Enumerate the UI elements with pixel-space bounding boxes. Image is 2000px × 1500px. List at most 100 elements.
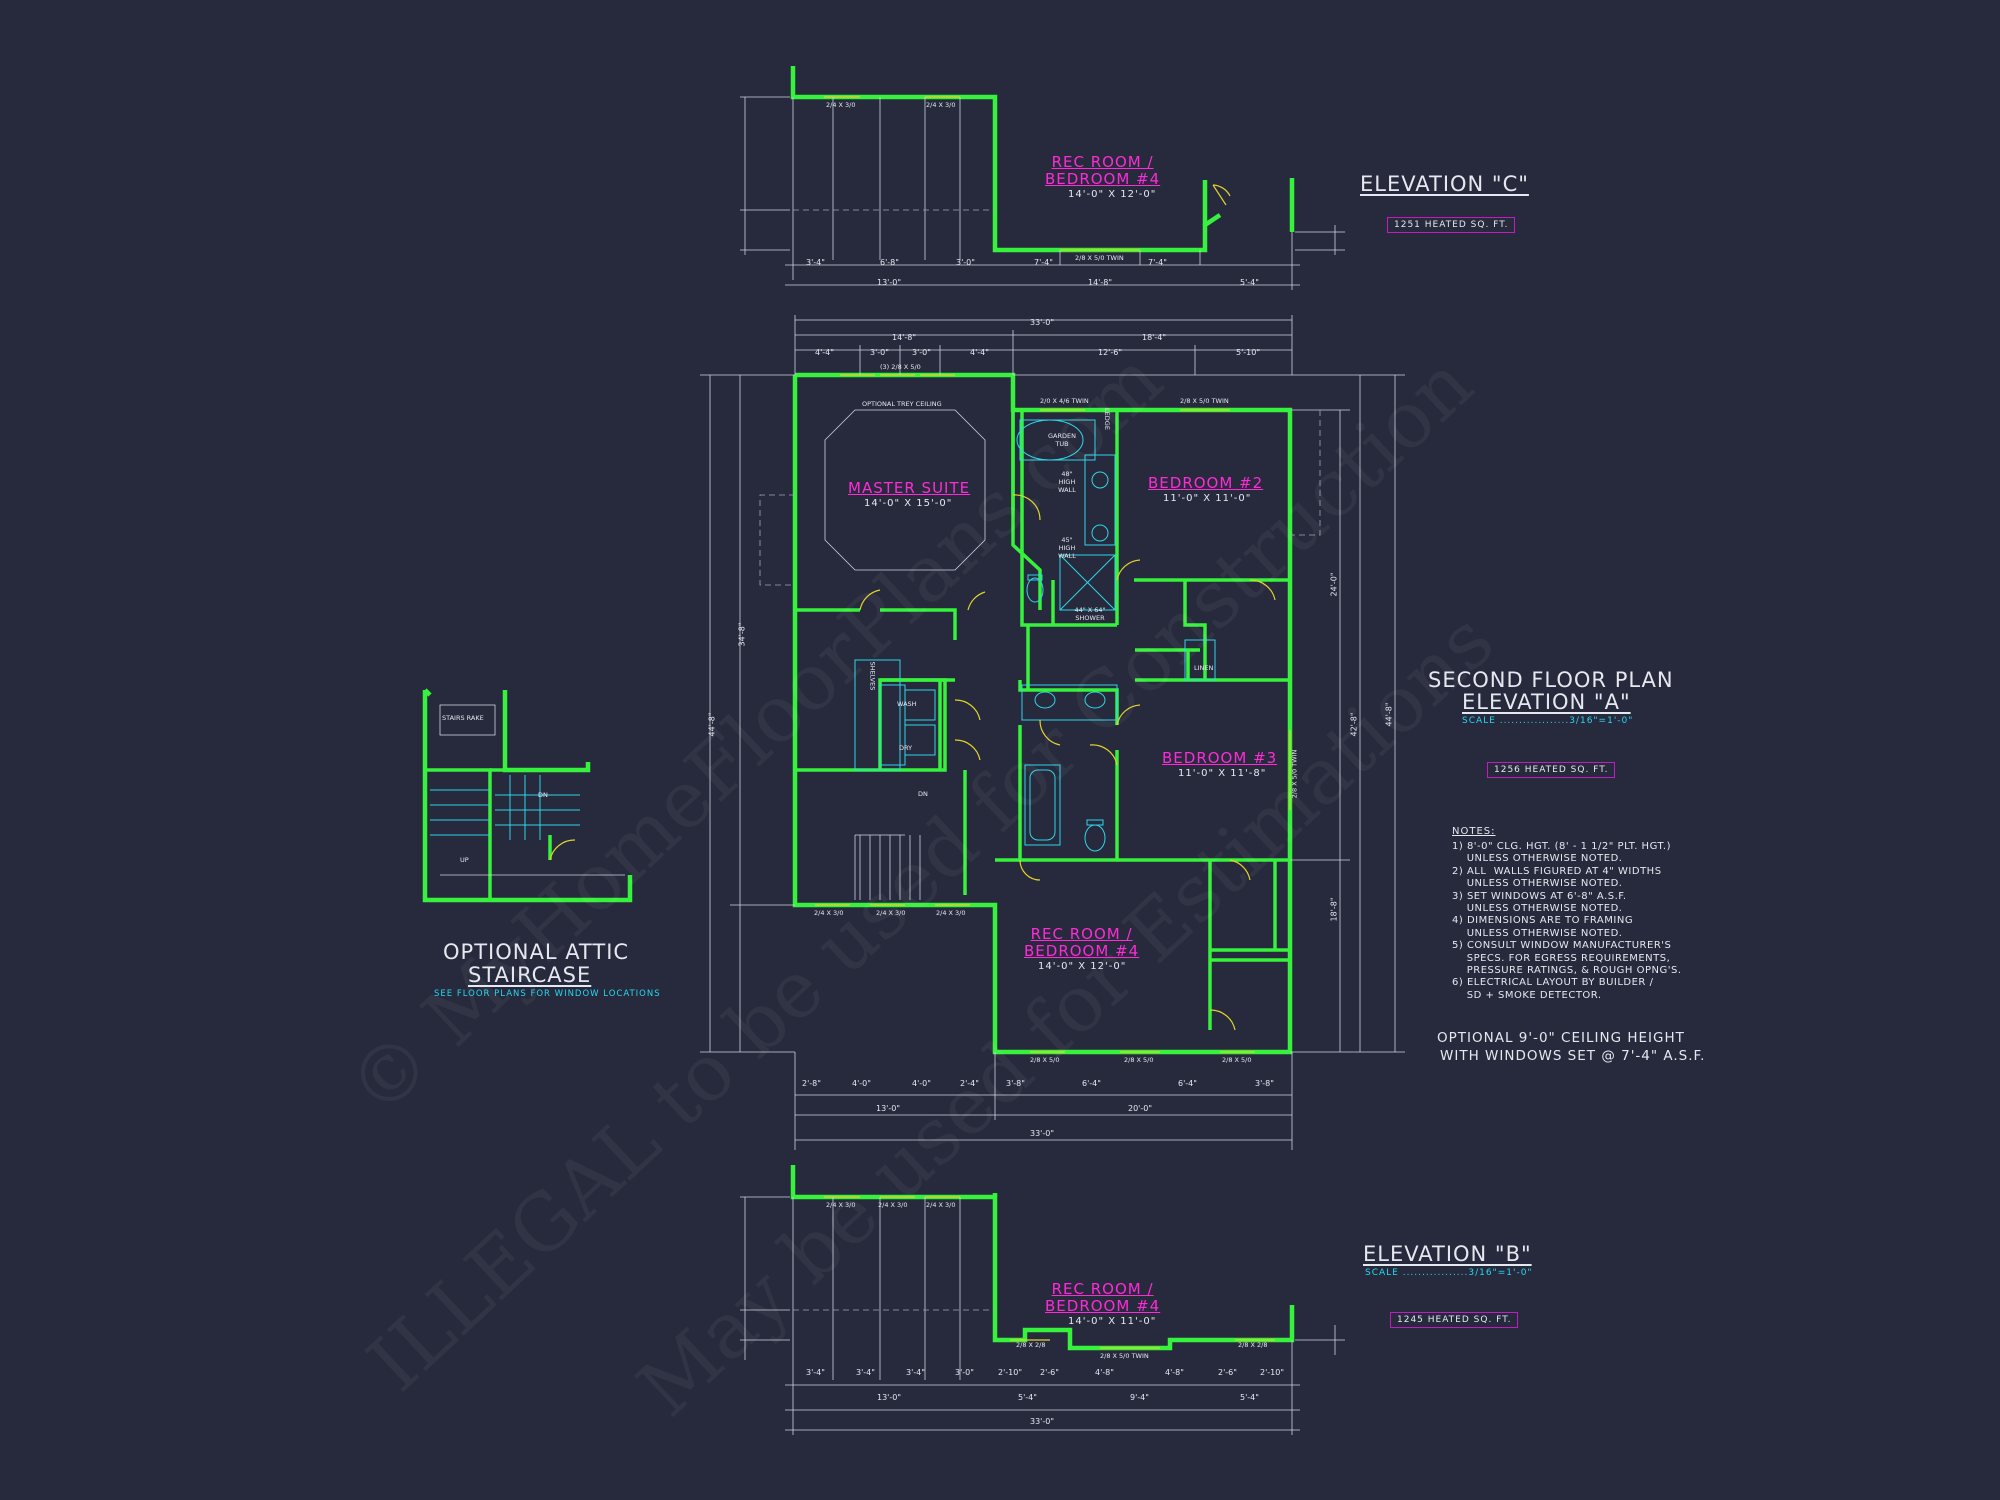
window-tag-c-1: 2/4 X 3/0 [826,101,856,109]
dim-bottom-total: 33'-0" [1030,1129,1055,1138]
label-up: UP [460,856,469,864]
dim-top-row-2: 3'-0" [912,348,931,357]
dim-b-bottom-0: 13'-0" [877,1393,902,1402]
dim-right-b: 18'-8" [1329,897,1339,922]
dim-left-total: 34'-8" [737,622,747,647]
dim-left-outer: 44'-8" [707,712,717,737]
attic-title-1: OPTIONAL ATTIC [443,940,630,964]
dim-bottom-5: 6'-4" [1082,1079,1101,1088]
dim-top-row-5: 5'-10" [1236,348,1261,357]
label-dry: DRY [899,744,913,752]
room-rec-size: 14'-0" X 12'-0" [1038,961,1127,972]
label-dn: DN [538,791,548,799]
dim-c-3: 7'-4" [1034,258,1053,267]
window-tag-stair-1: 2/4 X 3/0 [814,909,844,917]
dim-b-9: 2'-10" [1260,1368,1285,1377]
second-floor-plan [700,315,1405,1150]
dim-b-0: 3'-4" [806,1368,825,1377]
dim-right-a: 24'-0" [1329,572,1339,597]
room-bedroom3-name: BEDROOM #3 [1162,749,1278,767]
dim-bottom-2: 4'-0" [912,1079,931,1088]
dim-c-1: 6'-8" [880,258,899,267]
dim-b-1: 3'-4" [856,1368,875,1377]
floor-plan-scale: SCALE ..................3/16"=1'-0" [1462,716,1634,726]
elevation-c-title: ELEVATION "C" [1360,172,1529,196]
dim-b-2: 3'-4" [906,1368,925,1377]
dim-bottom-0: 2'-8" [802,1079,821,1088]
dim-right-total: 42'-8" [1349,712,1359,737]
room-master-name: MASTER SUITE [848,479,971,497]
window-tag-rec-1: 2/8 X 5/0 [1030,1056,1060,1064]
window-tag-b-2: 2/4 X 3/0 [878,1201,908,1209]
window-tag-bed3: 2/8 X 5/0 TWIN [1290,749,1299,799]
optional-ceiling-line-1: OPTIONAL 9'-0" CEILING HEIGHT [1437,1030,1685,1046]
window-tag-rec-2: 2/8 X 5/0 [1124,1056,1154,1064]
notes-body: 1) 8'-0" CLG. HGT. (8' - 1 1/2" PLT. HGT… [1452,841,1682,1001]
elevation-c-room-name: REC ROOM / BEDROOM #4 [1045,153,1161,188]
room-rec-name: REC ROOM / BEDROOM #4 [1024,925,1140,960]
dim-b-5: 2'-6" [1040,1368,1059,1377]
label-shower: 44" X 64" SHOWER [1074,606,1106,622]
elevation-b-plan [740,1165,1345,1435]
elevation-b-room-name: REC ROOM / BEDROOM #4 [1045,1280,1161,1315]
floor-plan-title-1: SECOND FLOOR PLAN [1428,668,1674,692]
dim-top-row-0: 4'-4" [815,348,834,357]
floor-plan-title-2: ELEVATION "A" [1462,690,1631,714]
dim-top-row-1: 3'-0" [870,348,889,357]
window-tag-master: (3) 2/8 X 5/0 [880,363,921,371]
label-stairs-rake: STAIRS RAKE [442,714,484,722]
window-tag-b-5: 2/8 X 5/0 TWIN [1100,1352,1149,1360]
dim-b-bottom-3: 5'-4" [1240,1393,1259,1402]
dim-right-outer: 44'-8" [1384,702,1394,727]
room-bedroom2-name: BEDROOM #2 [1148,474,1264,492]
dim-b-6: 4'-8" [1095,1368,1114,1377]
dim-bottom-1: 4'-0" [852,1079,871,1088]
window-tag-rec-3: 2/8 X 5/0 [1222,1056,1252,1064]
window-tag-b-3: 2/4 X 3/0 [926,1201,956,1209]
dim-c-2: 3'-0" [956,258,975,267]
label-wash: WASH [897,700,917,708]
attic-note: SEE FLOOR PLANS FOR WINDOW LOCATIONS [434,989,661,999]
elevation-b-room-size: 14'-0" X 11'-0" [1068,1316,1157,1327]
elevation-b-scale: SCALE .................3/16"=1'-0" [1365,1268,1533,1278]
label-dn-main: DN [918,790,928,798]
elevation-c-sqft: 1251 HEATED SQ. FT. [1387,217,1516,233]
dim-b-4: 2'-10" [998,1368,1023,1377]
window-tag-stair-2: 2/4 X 3/0 [876,909,906,917]
label-linen: LINEN [1194,664,1214,672]
window-tag-bath: 2/0 X 4/6 TWIN [1040,397,1089,405]
window-tag-b-4: 2/8 X 2/8 [1016,1341,1046,1349]
dim-c-bottom-1: 14'-8" [1088,278,1113,287]
window-tag-stair-3: 2/4 X 3/0 [936,909,966,917]
attic-staircase-plan [422,688,633,903]
room-bedroom2-size: 11'-0" X 11'-0" [1163,493,1252,504]
dim-b-3: 3'-0" [955,1368,974,1377]
label-high-wall-48: 48" HIGH WALL [1058,470,1076,494]
dim-bottom-a: 13'-0" [876,1104,901,1113]
dim-b-bottom-1: 5'-4" [1018,1393,1037,1402]
dim-bottom-6: 6'-4" [1178,1079,1197,1088]
elevation-b-sqft: 1245 HEATED SQ. FT. [1390,1312,1519,1328]
window-tag-b-6: 2/8 X 2/8 [1238,1341,1268,1349]
dim-b-bottom-2: 9'-4" [1130,1393,1149,1402]
dim-top-total: 33'-0" [1030,318,1055,327]
label-high-wall-45: 45" HIGH WALL [1058,536,1076,560]
dim-top-row-4: 12'-6" [1098,348,1123,357]
dim-b-total: 33'-0" [1030,1417,1055,1426]
dim-b-7: 4'-8" [1165,1368,1184,1377]
attic-title-2: STAIRCASE [468,963,592,987]
optional-ceiling-line-2: WITH WINDOWS SET @ 7'-4" A.S.F. [1440,1048,1706,1064]
label-optional-trey: OPTIONAL TREY CEILING [862,400,942,408]
elevation-c-room-size: 14'-0" X 12'-0" [1068,189,1157,200]
dim-top-row-3: 4'-4" [970,348,989,357]
dim-bottom-3: 2'-4" [960,1079,979,1088]
floor-plan-sqft: 1256 HEATED SQ. FT. [1487,762,1616,778]
dim-c-4: 7'-4" [1148,258,1167,267]
elevation-c-plan [740,66,1345,290]
label-ledge: LEDGE [1102,408,1111,430]
dim-bottom-4: 3'-8" [1006,1079,1025,1088]
notes-title: NOTES: [1452,826,1496,837]
dim-bottom-b: 20'-0" [1128,1104,1153,1113]
dim-top-b: 18'-4" [1142,333,1167,342]
